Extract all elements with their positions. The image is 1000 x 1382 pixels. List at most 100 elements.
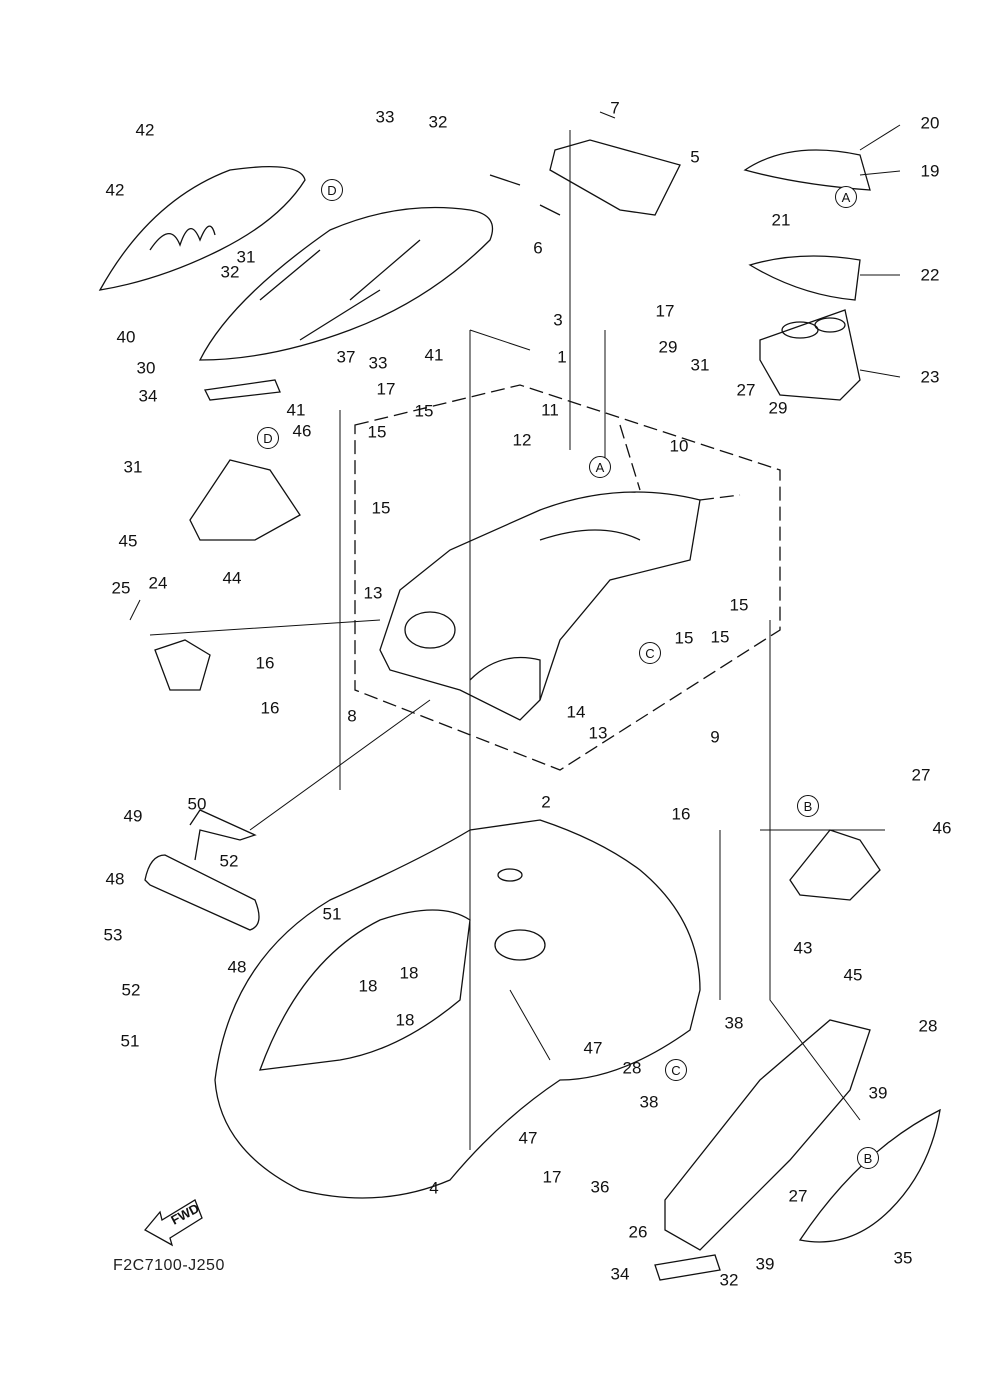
reference-marker: D [321,179,343,201]
part-number-label: 52 [121,980,141,1000]
part-number-label: 31 [236,247,256,267]
part-number-label: 24 [148,573,168,593]
part-number-label: 21 [771,210,791,230]
part-number-label: 15 [371,498,391,518]
part-number-label: 45 [843,965,863,985]
part-number-label: 39 [868,1083,888,1103]
part-number-label: 29 [658,337,678,357]
part-number-label: 11 [541,400,559,420]
part-number-label: 29 [768,398,788,418]
part-number-label: 47 [518,1128,538,1148]
part-number-label: 42 [135,120,155,140]
part-number-label: 38 [639,1092,659,1112]
part-number-label: 16 [260,698,280,718]
part-number-label: 8 [347,706,357,726]
part-number-label: 23 [920,367,940,387]
side-cover-left [98,166,306,291]
part-number-label: 17 [376,379,396,399]
part-number-label: 19 [920,161,940,181]
part-number-label: 32 [220,262,240,282]
reference-marker: B [857,1147,879,1169]
reference-marker: D [257,427,279,449]
part-number-label: 32 [428,112,448,132]
part-number-label: 27 [911,765,931,785]
reference-marker: A [589,456,611,478]
part-number-label: 42 [105,180,125,200]
part-number-label: 33 [368,353,388,373]
part-number-label: 3 [553,310,563,330]
bracket-43 [789,829,881,901]
part-number-label: 34 [610,1264,630,1284]
side-cover-35 [798,1108,941,1243]
pad-34-top [204,379,281,401]
fwd-arrow-icon: FWD [143,1199,203,1247]
part-number-label: 48 [227,957,247,977]
part-number-label: 17 [655,301,675,321]
hatch-dashed-outline [354,384,781,771]
front-cover [198,206,494,361]
part-number-label: 13 [363,583,383,603]
part-number-label: 18 [395,1010,415,1030]
part-number-label: 26 [628,1222,648,1242]
reference-marker: C [665,1059,687,1081]
part-number-label: 28 [622,1058,642,1078]
side-rail-26 [664,1019,871,1251]
part-number-label: 31 [123,457,143,477]
seat-22 [748,255,861,301]
part-number-label: 12 [512,430,532,450]
panel-44 [189,459,301,541]
part-number-label: 25 [111,578,131,598]
dashed-guide-a [619,424,741,501]
strap-50 [189,809,257,861]
part-number-label: 48 [105,869,125,889]
part-number-label: 49 [123,806,143,826]
hull [214,819,701,1199]
part-number-label: 46 [932,818,952,838]
part-number-label: 36 [590,1177,610,1197]
part-number-label: 30 [136,358,156,378]
part-number-label: 27 [788,1186,808,1206]
diagram-code: F2C7100-J250 [113,1257,225,1274]
part-number-label: 51 [120,1031,140,1051]
part-number-label: 1 [557,347,567,367]
part-number-label: 34 [138,386,158,406]
reference-marker: C [639,642,661,664]
deck-frame [379,491,701,721]
part-number-label: 41 [424,345,444,365]
leader-lines [129,111,901,1150]
part-number-label: 15 [710,627,730,647]
part-number-label: 5 [690,147,700,167]
part-number-label: 4 [429,1178,439,1198]
part-number-label: 18 [399,963,419,983]
part-number-label: 43 [793,938,813,958]
part-number-label: 53 [103,925,123,945]
part-number-label: 13 [588,723,608,743]
reference-marker: B [797,795,819,817]
part-number-label: 47 [583,1038,603,1058]
part-number-label: 35 [893,1248,913,1268]
reference-marker: A [835,186,857,208]
part-number-label: 33 [375,107,395,127]
part-number-label: 16 [255,653,275,673]
part-number-label: 41 [286,400,306,420]
part-number-label: 31 [690,355,710,375]
part-number-label: 15 [367,422,387,442]
part-number-label: 18 [358,976,378,996]
part-number-label: 32 [719,1270,739,1290]
part-number-label: 46 [292,421,312,441]
part-number-label: 39 [755,1254,775,1274]
part-number-label: 38 [724,1013,744,1033]
part-number-label: 15 [414,401,434,421]
part-number-label: 15 [729,595,749,615]
handle-5 [549,139,681,216]
part-number-label: 17 [542,1167,562,1187]
bracket-24 [154,639,211,691]
part-number-label: 51 [322,904,342,924]
part-number-label: 2 [541,792,551,812]
part-number-label: 40 [116,327,136,347]
part-number-label: 45 [118,531,138,551]
part-number-label: 7 [610,98,620,118]
part-number-label: 22 [920,265,940,285]
part-number-label: 44 [222,568,242,588]
